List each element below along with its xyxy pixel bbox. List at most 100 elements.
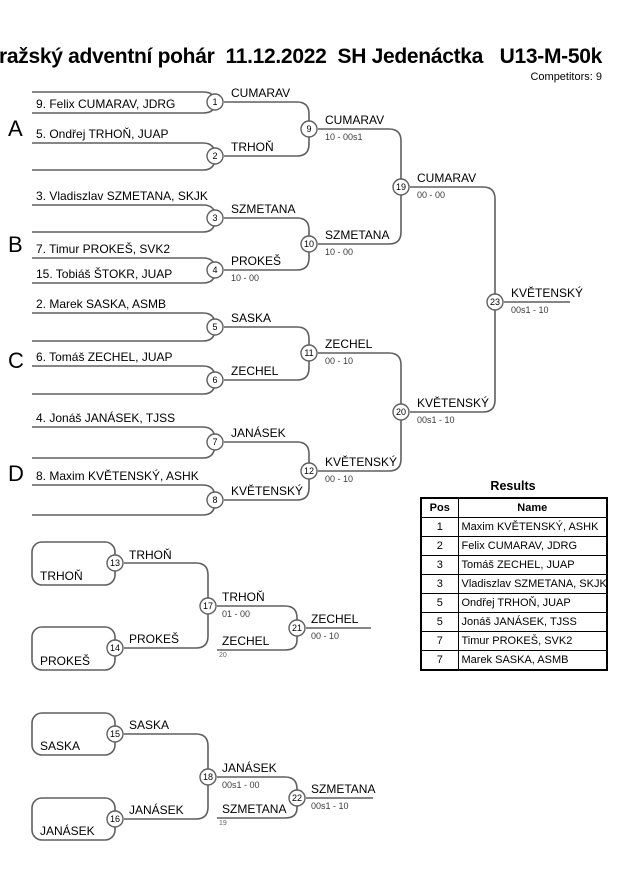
match-number-14: 14 <box>109 643 120 653</box>
results-col-pos: Pos <box>420 497 459 518</box>
match22-drop-from: 19 <box>219 820 227 827</box>
match-number-11: 11 <box>304 348 314 358</box>
match-number-12: 12 <box>303 466 314 476</box>
table-row: 2 Felix CUMARAV, JDRG <box>420 536 608 556</box>
match1-winner: CUMARAV <box>231 86 291 100</box>
match10-winner: SZMETANA <box>325 228 390 242</box>
result-name: Felix CUMARAV, JDRG <box>457 536 608 556</box>
group-label-c: C <box>8 348 24 373</box>
match-number-13: 13 <box>109 558 120 568</box>
match-number-4: 4 <box>212 265 218 275</box>
page-title: ražský adventní pohár 11.12.2022 SH Jede… <box>0 45 602 68</box>
match9-winner: CUMARAV <box>325 113 385 127</box>
table-row: 7 Timur PROKEŠ, SVK2 <box>420 631 608 651</box>
match13-winner: TRHOŇ <box>129 548 172 562</box>
result-pos: 5 <box>420 612 459 632</box>
match9-score: 10 - 00s1 <box>325 132 363 142</box>
match18-winner: JANÁSEK <box>222 761 277 775</box>
result-pos: 3 <box>420 574 459 594</box>
match4-score: 10 - 00 <box>231 273 260 283</box>
competitor-name-4: 7. Timur PROKEŠ, SVK2 <box>36 242 171 256</box>
match12-score: 00 - 10 <box>325 474 354 484</box>
results-col-name: Name <box>457 497 608 518</box>
semifinal-connectors <box>318 128 402 472</box>
table-row: 3 Vladiszlav SZMETANA, SKJK <box>420 574 608 594</box>
match22-score: 00s1 - 10 <box>311 801 349 811</box>
result-pos: 5 <box>420 593 459 613</box>
table-row: 5 Ondřej TRHOŇ, JUAP <box>420 593 608 613</box>
result-pos: 1 <box>420 517 459 537</box>
match22-winner: SZMETANA <box>311 782 376 796</box>
match12-winner: KVĚTENSKÝ <box>325 455 398 469</box>
match-number-22: 22 <box>291 793 302 803</box>
result-pos: 2 <box>420 536 459 556</box>
match-number-23: 23 <box>489 297 500 307</box>
table-row: 1 Maxim KVĚTENSKÝ, ASHK <box>420 517 608 537</box>
results-header-row: Pos Name <box>420 497 608 518</box>
results-heading: Results <box>490 479 536 493</box>
match-number-21: 21 <box>291 623 302 633</box>
match-node-circles <box>106 93 504 828</box>
match11-score: 00 - 10 <box>325 356 354 366</box>
competitor-name-1: 9. Felix CUMARAV, JDRG <box>36 97 176 111</box>
result-pos: 7 <box>420 631 459 651</box>
match-number-19: 19 <box>395 182 406 192</box>
repechage-entry-janasek: JANÁSEK <box>40 824 95 838</box>
match7-winner: JANÁSEK <box>231 426 286 440</box>
match2-winner: TRHOŇ <box>231 140 274 154</box>
result-name: Vladiszlav SZMETANA, SKJK <box>457 574 608 594</box>
group-label-a: A <box>8 116 23 141</box>
match-number-20: 20 <box>395 407 406 417</box>
match-number-10: 10 <box>303 239 314 249</box>
repechage-connectors <box>31 541 373 841</box>
match19-score: 00 - 00 <box>417 190 446 200</box>
repechage-entry-trhon: TRHOŇ <box>40 569 83 583</box>
match5-winner: SASKA <box>231 311 272 325</box>
match23-score: 00s1 - 10 <box>511 305 549 315</box>
match-number-18: 18 <box>202 772 213 782</box>
match16-winner: JANÁSEK <box>129 803 184 817</box>
match-number-17: 17 <box>202 601 213 611</box>
match21-drop-from: 20 <box>219 652 227 659</box>
match6-winner: ZECHEL <box>231 364 279 378</box>
match21-drop-in: ZECHEL <box>222 634 270 648</box>
match22-drop-in: SZMETANA <box>222 802 287 816</box>
match18-score: 00s1 - 00 <box>222 780 260 790</box>
match19-winner: CUMARAV <box>417 171 477 185</box>
match-number-3: 3 <box>212 213 218 223</box>
results-table: Pos Name 1 Maxim KVĚTENSKÝ, ASHK 2 Felix… <box>420 497 608 671</box>
result-name: Ondřej TRHOŇ, JUAP <box>457 593 608 613</box>
competitor-name-9: 8. Maxim KVĚTENSKÝ, ASHK <box>36 469 199 483</box>
result-name: Maxim KVĚTENSKÝ, ASHK <box>457 517 608 537</box>
repechage-entry-saska: SASKA <box>40 739 81 753</box>
match20-score: 00s1 - 10 <box>417 415 455 425</box>
group-label-d: D <box>8 461 24 486</box>
match-number-5: 5 <box>212 322 218 332</box>
round2-connectors <box>224 101 310 501</box>
result-name: Timur PROKEŠ, SVK2 <box>457 631 608 651</box>
match-number-9: 9 <box>306 124 312 134</box>
match23-winner: KVĚTENSKÝ <box>511 286 584 300</box>
result-name: Tomáš ZECHEL, JUAP <box>457 555 608 575</box>
table-row: 7 Marek SASKA, ASMB <box>420 650 608 671</box>
match8-winner: KVĚTENSKÝ <box>231 484 304 498</box>
competitor-name-3: 3. Vladiszlav SZMETANA, SKJK <box>36 189 208 203</box>
table-row: 3 Tomáš ZECHEL, JUAP <box>420 555 608 575</box>
match17-winner: TRHOŇ <box>222 590 265 604</box>
match-number-1: 1 <box>212 97 218 107</box>
match11-winner: ZECHEL <box>325 337 373 351</box>
competitor-name-6: 2. Marek SASKA, ASMB <box>36 297 167 311</box>
match20-winner: KVĚTENSKÝ <box>417 396 490 410</box>
competitors-count: Competitors: 9 <box>530 71 602 83</box>
competitor-name-2: 5. Ondřej TRHOŇ, JUAP <box>36 127 169 141</box>
match4-winner: PROKEŠ <box>231 254 282 268</box>
result-pos: 7 <box>420 650 459 671</box>
result-name: Jonáš JANÁSEK, TJSS <box>457 612 608 632</box>
final-connectors <box>410 186 570 413</box>
match10-score: 10 - 00 <box>325 247 354 257</box>
match-number-15: 15 <box>109 729 120 739</box>
competitor-name-8: 4. Jonáš JANÁSEK, TJSS <box>36 411 176 425</box>
match-number-6: 6 <box>212 375 218 385</box>
competitor-name-5: 15. Tobiáš ŠTOKR, JUAP <box>36 267 173 281</box>
